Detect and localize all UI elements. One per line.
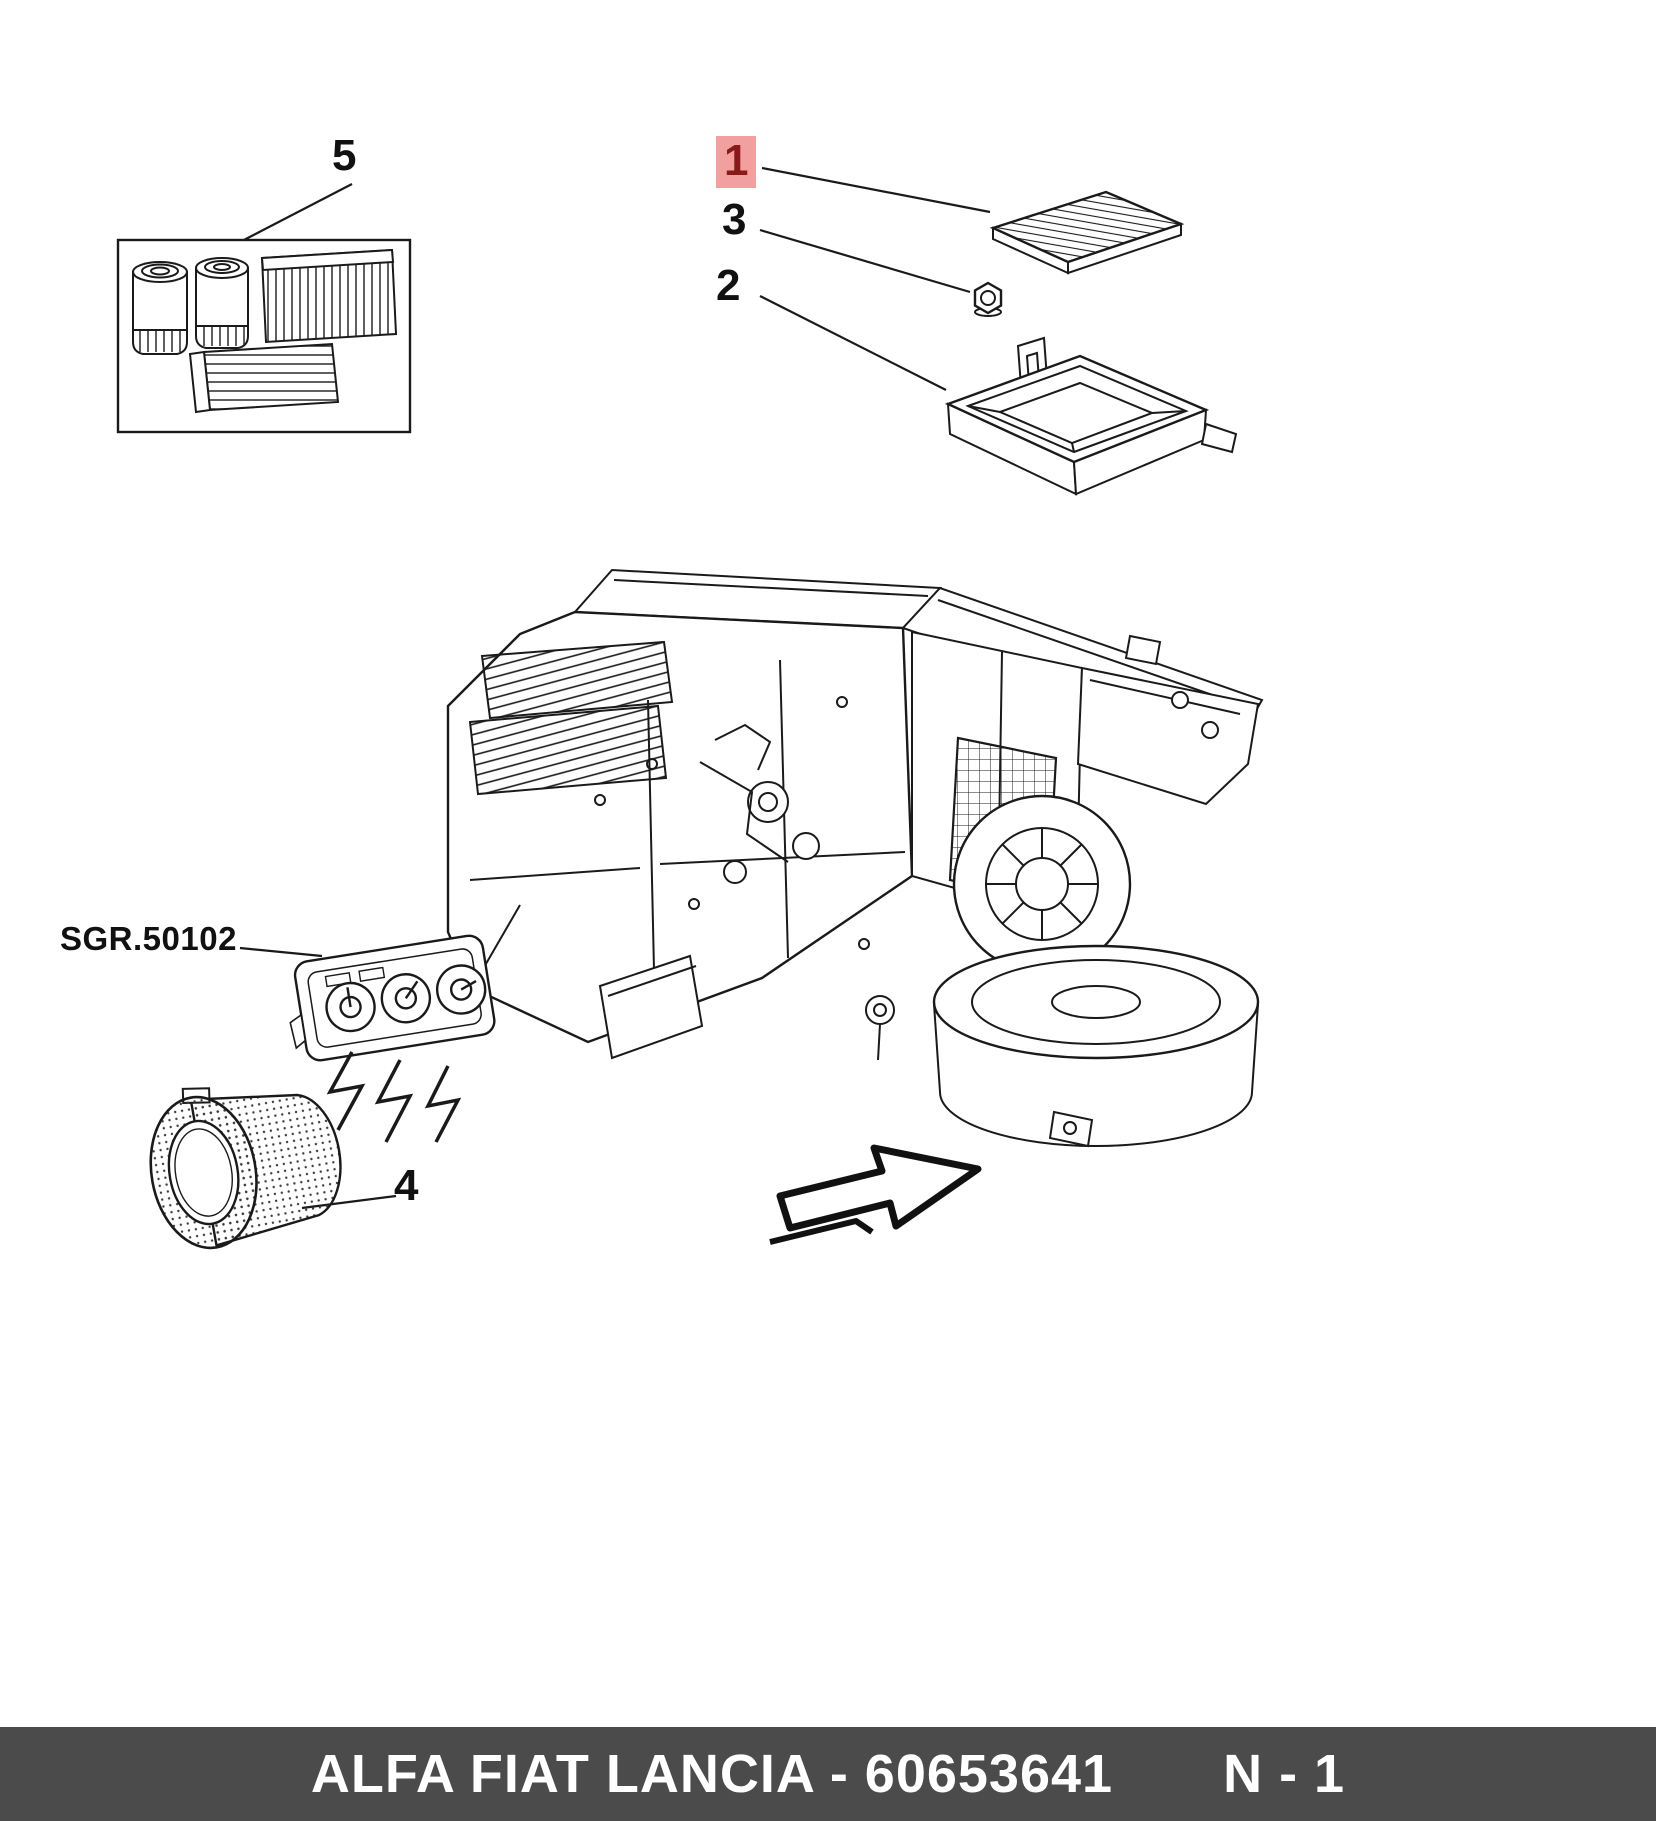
filter-housing-drawing	[944, 336, 1238, 496]
emphasis-spark-lines	[326, 1051, 462, 1143]
bulb-part-drawing	[149, 1087, 342, 1250]
service-kit-drawing	[116, 238, 412, 434]
flat-filter-drawing	[188, 342, 340, 414]
leader-line-3	[759, 228, 971, 294]
footer-bar: ALFA FIAT LANCIA - 60653641 N - 1	[0, 1727, 1656, 1821]
air-filter-drawing	[260, 248, 398, 344]
callout-5[interactable]: 5	[332, 131, 357, 180]
hvac-assembly-drawing	[446, 568, 1264, 1148]
leader-line-2	[759, 295, 947, 391]
leader-line-5	[239, 183, 353, 243]
exploded-diagram-svg	[116, 166, 1264, 1250]
group-reference-label: SGR.50102	[60, 920, 237, 957]
leader-lines	[239, 166, 991, 1210]
leader-line-1	[761, 166, 991, 214]
callout-4[interactable]: 4	[394, 1161, 419, 1210]
leader-line-sgr	[239, 946, 323, 958]
oil-filter-drawing	[195, 257, 249, 349]
cabin-filter-drawing	[989, 190, 1185, 275]
nut-drawing	[973, 281, 1003, 317]
callout-2[interactable]: 2	[716, 261, 741, 310]
control-panel-drawing	[289, 934, 496, 1062]
footer-page-reference: N - 1	[1223, 1744, 1346, 1804]
footer-brand-part-number: ALFA FIAT LANCIA - 60653641	[310, 1744, 1114, 1804]
direction-arrow	[769, 1144, 982, 1245]
callout-1-selected[interactable]: 1	[716, 136, 757, 188]
callout-3[interactable]: 3	[722, 195, 747, 244]
oil-filter-drawing	[132, 261, 188, 355]
